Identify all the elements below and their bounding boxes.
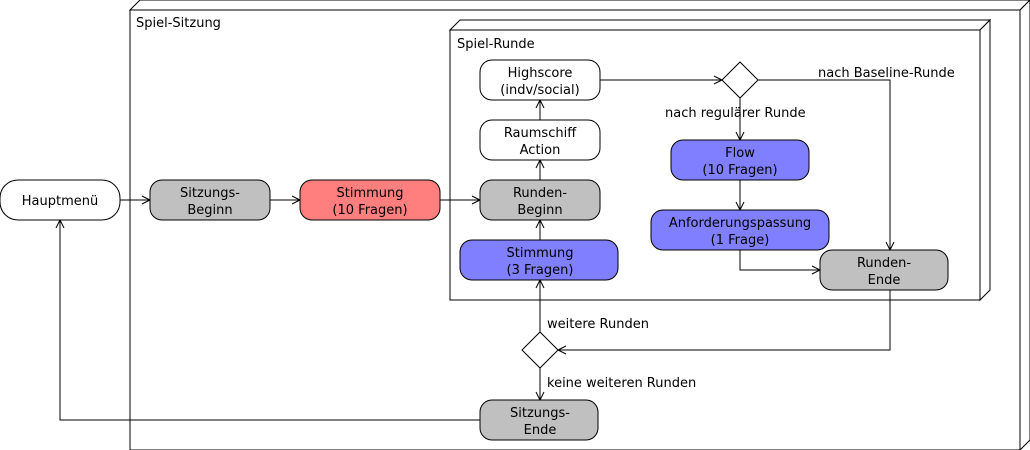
edge-decision-to-round-end: [758, 79, 891, 250]
node-anforderung-line1: Anforderungspassung: [669, 216, 811, 231]
edge-session-end-to-menu: [59, 220, 480, 421]
node-flow: Flow (10 Fragen): [670, 139, 810, 181]
decision-more-rounds: [521, 331, 559, 369]
node-highscore-box: [479, 59, 601, 101]
node-stimmung-10-line2: (10 Fragen): [332, 203, 407, 218]
round-frame-label: Spiel-Runde: [457, 37, 535, 52]
node-sitzungs-beginn: Sitzungs- Beginn: [149, 179, 271, 221]
decision-round-type: [721, 61, 759, 99]
node-runden-ende-line2: Ende: [868, 273, 901, 288]
node-stimmung-10-box: [299, 179, 441, 221]
node-runden-beginn-box: [479, 179, 601, 221]
node-hauptmenu-label: Hauptmenü: [22, 194, 98, 209]
label-weitere-runden: weitere Runden: [547, 317, 649, 332]
session-frame-label: Spiel-Sitzung: [136, 16, 221, 31]
node-sitzungs-ende: Sitzungs- Ende: [479, 399, 599, 441]
node-hauptmenu: Hauptmenü: [0, 179, 121, 221]
node-runden-ende-box: [819, 249, 949, 291]
node-anforderung-box: [650, 209, 830, 251]
edge-round-end-to-decision: [558, 290, 891, 351]
node-raumschiff-box: [479, 119, 601, 161]
node-sitzungs-ende-box: [479, 399, 599, 441]
node-sitzungs-beginn-box: [149, 179, 271, 221]
node-runden-beginn-line2: Beginn: [517, 203, 562, 218]
label-nach-baseline: nach Baseline-Runde: [818, 66, 955, 81]
node-sitzungs-ende-line1: Sitzungs-: [510, 406, 570, 421]
node-stimmung-10-line1: Stimmung: [336, 186, 403, 201]
node-raumschiff: Raumschiff Action: [479, 119, 601, 161]
node-anforderung: Anforderungspassung (1 Frage): [650, 209, 830, 251]
node-sitzungs-beginn-line1: Sitzungs-: [180, 186, 240, 201]
node-flow-line2: (10 Fragen): [702, 163, 777, 178]
node-highscore-line2: (indv/social): [500, 83, 579, 98]
node-runden-ende-line1: Runden-: [857, 256, 911, 271]
node-raumschiff-line1: Raumschiff: [504, 126, 577, 141]
node-flow-line1: Flow: [725, 146, 755, 161]
node-hauptmenu-box: [0, 179, 121, 221]
node-runden-beginn-line1: Runden-: [513, 186, 567, 201]
node-stimmung-3-box: [459, 239, 619, 281]
node-stimmung-3-line1: Stimmung: [506, 246, 573, 261]
node-stimmung-10: Stimmung (10 Fragen): [299, 179, 441, 221]
node-sitzungs-ende-line2: Ende: [524, 423, 557, 438]
node-anforderung-line2: (1 Frage): [711, 233, 770, 248]
node-highscore: Highscore (indv/social): [479, 59, 601, 101]
node-raumschiff-line2: Action: [520, 143, 561, 158]
node-stimmung-3-line2: (3 Fragen): [507, 263, 574, 278]
label-nach-regulaer: nach regulärer Runde: [665, 106, 806, 121]
node-flow-box: [670, 139, 810, 181]
edge-fit-to-round-end: [739, 250, 820, 271]
label-keine-weiteren: keine weiteren Runden: [547, 376, 696, 391]
node-stimmung-3: Stimmung (3 Fragen): [459, 239, 619, 281]
node-runden-ende: Runden- Ende: [819, 249, 949, 291]
node-sitzungs-beginn-line2: Beginn: [187, 203, 232, 218]
node-highscore-line1: Highscore: [508, 66, 573, 81]
edges: [55, 75, 895, 421]
node-runden-beginn: Runden- Beginn: [479, 179, 601, 221]
